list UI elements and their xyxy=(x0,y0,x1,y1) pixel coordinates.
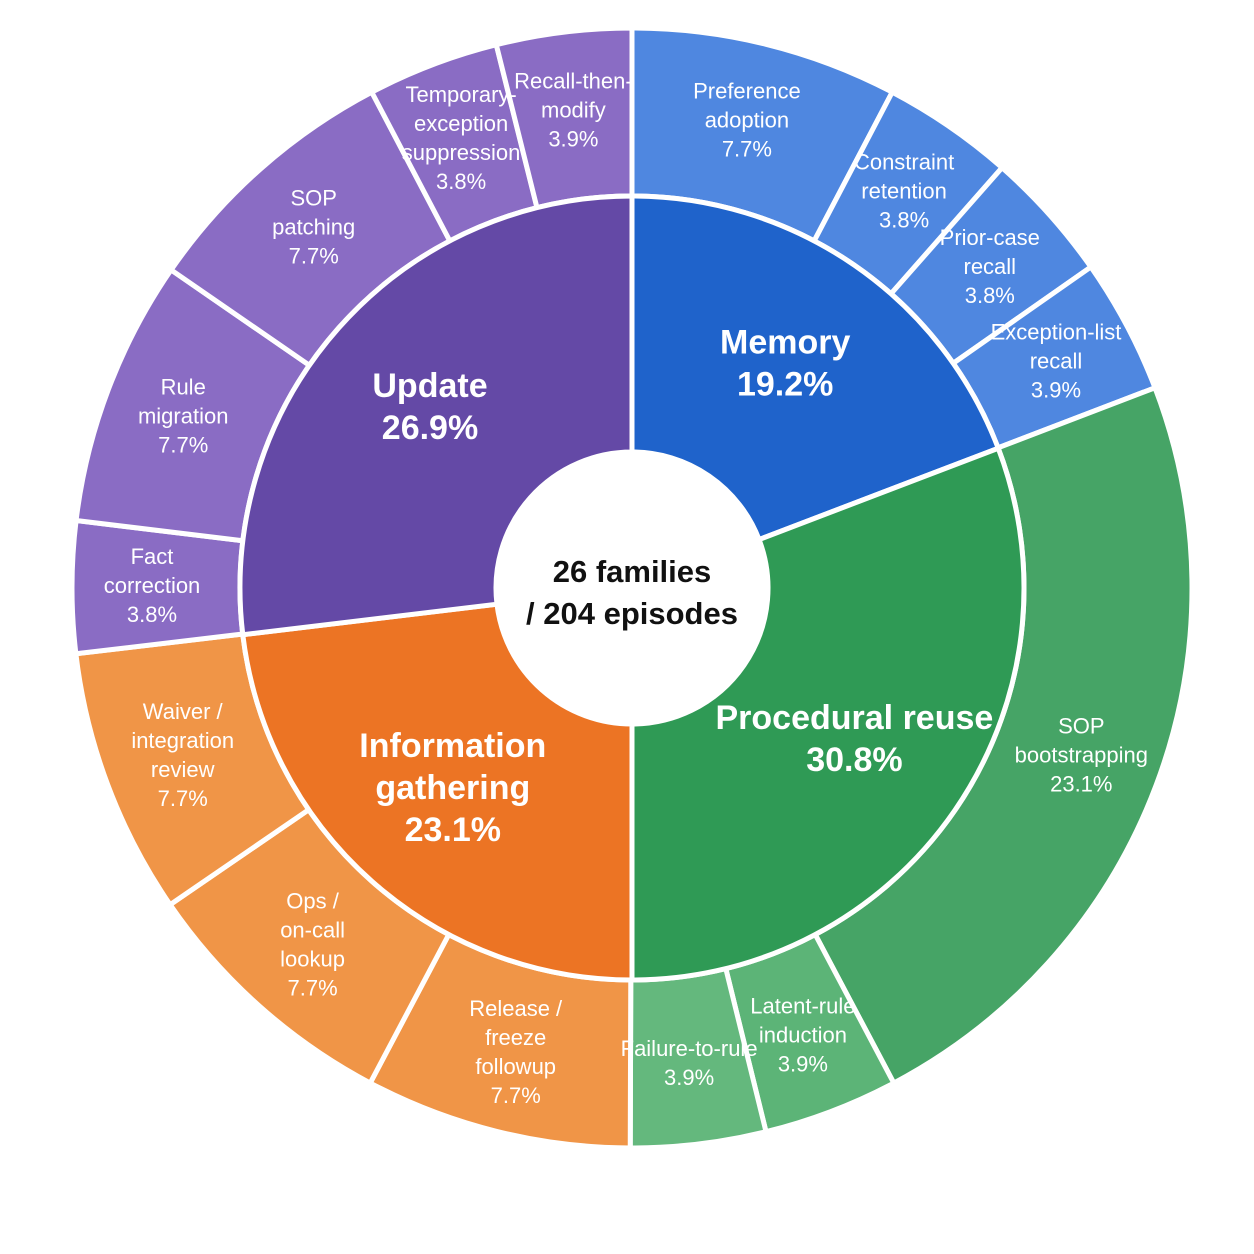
subcategory-label-temporary-exception-suppression-line-4: 3.8% xyxy=(436,169,486,194)
category-label-update-line-2: 26.9% xyxy=(382,409,478,447)
subcategory-label-sop-patching-line-3: 7.7% xyxy=(289,244,339,269)
subcategory-label-recall-then-modify-line-3: 3.9% xyxy=(548,126,598,151)
subcategory-label-exception-list-recall-line-1: Exception-list xyxy=(991,320,1122,345)
subcategory-label-rule-migration-line-1: Rule xyxy=(161,375,206,400)
subcategory-label-preference-adoption-line-3: 7.7% xyxy=(722,137,772,162)
subcategory-label-fact-correction-line-2: correction xyxy=(104,573,201,598)
center-label-line-2: / 204 episodes xyxy=(526,596,738,631)
subcategory-label-constraint-retention-line-1: Constraint xyxy=(854,149,954,174)
subcategory-label-fact-correction-line-3: 3.8% xyxy=(127,602,177,627)
subcategory-label-prior-case-recall-line-3: 3.8% xyxy=(965,283,1015,308)
subcategory-label-sop-bootstrapping-line-1: SOP xyxy=(1058,714,1104,739)
subcategory-label-latent-rule-induction-line-3: 3.9% xyxy=(778,1051,828,1076)
subcategory-label-prior-case-recall-line-2: recall xyxy=(964,254,1017,279)
subcategory-label-rule-migration-line-2: migration xyxy=(138,404,228,429)
subcategory-label-latent-rule-induction-line-2: induction xyxy=(759,1022,847,1047)
subcategory-label-release-freeze-followup-line-4: 7.7% xyxy=(491,1083,541,1108)
center-circle xyxy=(496,452,768,724)
subcategory-label-ops-on-call-lookup-line-2: on-call xyxy=(280,918,345,943)
subcategory-label-sop-patching-line-1: SOP xyxy=(290,186,336,211)
category-label-update-line-1: Update xyxy=(372,367,487,405)
subcategory-label-prior-case-recall-line-1: Prior-case xyxy=(940,225,1040,250)
subcategory-label-sop-bootstrapping-line-3: 23.1% xyxy=(1050,772,1112,797)
subcategory-label-waiver-integration-review-line-1: Waiver / xyxy=(143,699,224,724)
subcategory-label-exception-list-recall-line-3: 3.9% xyxy=(1031,378,1081,403)
center-label-line-1: 26 families xyxy=(553,554,712,589)
subcategory-label-exception-list-recall-line-2: recall xyxy=(1030,349,1083,374)
subcategory-label-waiver-integration-review-line-2: integration xyxy=(131,728,234,753)
subcategory-label-release-freeze-followup-line-2: freeze xyxy=(485,1025,546,1050)
subcategory-label-sop-patching-line-2: patching xyxy=(272,215,355,240)
subcategory-label-ops-on-call-lookup-line-4: 7.7% xyxy=(288,976,338,1001)
subcategory-label-temporary-exception-suppression-line-3: suppression xyxy=(402,140,521,165)
category-label-information-gathering-line-3: 23.1% xyxy=(405,811,501,849)
category-label-information-gathering-line-1: Information xyxy=(359,727,546,765)
center-hole: 26 families / 204 episodes xyxy=(496,452,768,724)
category-label-procedural-reuse-line-1: Procedural reuse xyxy=(716,699,994,737)
subcategory-label-ops-on-call-lookup-line-1: Ops / xyxy=(286,889,339,914)
subcategory-label-ops-on-call-lookup-line-3: lookup xyxy=(280,947,345,972)
subcategory-label-sop-bootstrapping-line-2: bootstrapping xyxy=(1015,743,1148,768)
category-label-memory-line-1: Memory xyxy=(720,324,850,362)
labels-layer: Memory 19.2% Preference adoption 7.7% Constra… xyxy=(104,68,1148,1108)
subcategory-label-recall-then-modify-line-1: Recall-then- xyxy=(514,68,633,93)
subcategory-label-preference-adoption-line-1: Preference xyxy=(693,79,801,104)
subcategory-label-recall-then-modify-line-2: modify xyxy=(541,97,606,122)
subcategory-label-rule-migration-line-3: 7.7% xyxy=(158,433,208,458)
subcategory-label-failure-to-rule-line-1: Failure-to-rule xyxy=(621,1036,758,1061)
subcategory-label-release-freeze-followup-line-3: followup xyxy=(475,1054,556,1079)
subcategory-label-constraint-retention-line-3: 3.8% xyxy=(879,207,929,232)
category-label-memory-line-2: 19.2% xyxy=(737,366,833,404)
subcategory-label-temporary-exception-suppression-line-1: Temporary- xyxy=(405,82,516,107)
category-label-information-gathering-line-2: gathering xyxy=(375,769,530,807)
subcategory-label-waiver-integration-review-line-3: review xyxy=(151,757,215,782)
subcategory-label-failure-to-rule-line-2: 3.9% xyxy=(664,1065,714,1090)
subcategory-label-constraint-retention-line-2: retention xyxy=(861,178,947,203)
subcategory-label-temporary-exception-suppression-line-2: exception xyxy=(414,111,508,136)
subcategory-label-preference-adoption-line-2: adoption xyxy=(705,108,789,133)
outer-ring xyxy=(69,25,1195,1151)
subcategory-label-waiver-integration-review-line-4: 7.7% xyxy=(158,786,208,811)
subcategory-label-latent-rule-induction-line-1: Latent-rule xyxy=(750,993,855,1018)
category-label-procedural-reuse-line-2: 30.8% xyxy=(806,741,902,779)
subcategory-label-release-freeze-followup-line-1: Release / xyxy=(469,996,563,1021)
subcategory-label-fact-correction-line-1: Fact xyxy=(131,544,174,569)
